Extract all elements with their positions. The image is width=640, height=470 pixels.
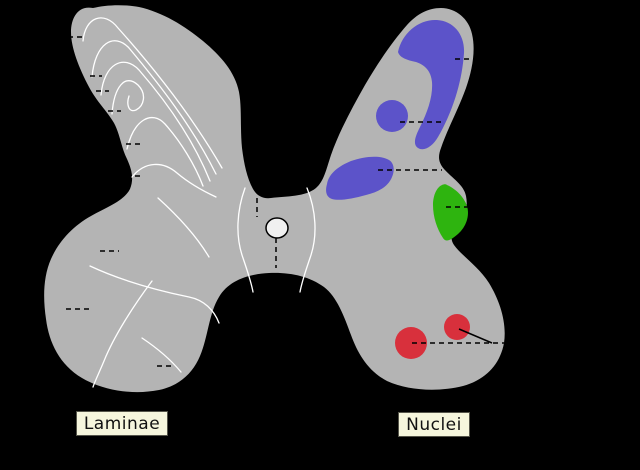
nucleus-red-large	[395, 327, 427, 359]
central-canal	[265, 217, 289, 239]
nuclei-red-group	[395, 314, 470, 359]
lamina-contour-1	[82, 17, 223, 169]
nuclei-label-text: Nuclei	[406, 414, 462, 435]
nuclei-blue-group	[326, 19, 465, 200]
lamina-contour-3	[100, 61, 211, 182]
central-canal-flank-left	[237, 187, 254, 293]
lamina-contour-6	[131, 163, 217, 198]
nucleus-green-wedge	[433, 184, 468, 241]
ventral-contour-3	[141, 337, 182, 373]
laminae-label-text: Laminae	[83, 413, 161, 434]
nucleus-blue-comma	[398, 19, 465, 150]
lamina-contour-tongue	[111, 80, 145, 115]
nucleus-red-small	[444, 314, 470, 340]
leader-lines	[66, 36, 504, 367]
lamina-contour-2	[91, 40, 217, 175]
ventral-contour-1	[89, 265, 220, 324]
lamina-contour-medial	[157, 197, 210, 258]
laminae-contour-lines	[82, 17, 316, 388]
nucleus-blue-circle	[376, 100, 408, 132]
lamina-contour-5	[126, 116, 204, 187]
leader-line-red-solid	[458, 328, 493, 344]
laminae-label-box: Laminae	[76, 411, 168, 436]
nucleus-blue-band	[326, 156, 394, 200]
ventral-contour-2	[92, 280, 153, 388]
central-canal-flank-right	[299, 187, 316, 293]
nuclei-label-box: Nuclei	[398, 412, 470, 437]
